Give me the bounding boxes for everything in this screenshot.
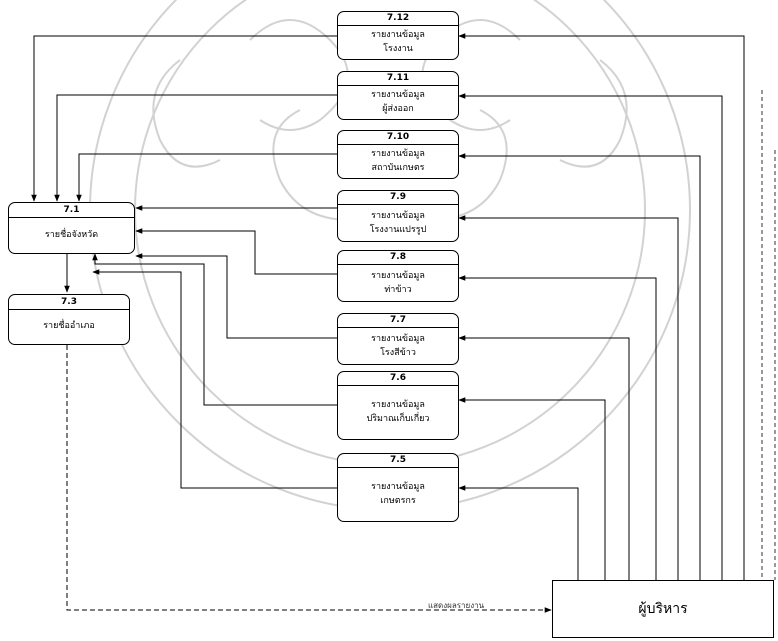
- flow-manager-to-77: [458, 335, 630, 580]
- process-7-11[interactable]: 7.11 รายงานข้อมูล ผู้ส่งออก: [337, 71, 459, 120]
- flow-76-to-71: [92, 253, 338, 406]
- process-name: รายงานข้อมูล ปริมาณเก็บเกี่ยว: [366, 400, 430, 424]
- external-entity-manager[interactable]: ผู้บริหาร: [552, 580, 774, 638]
- process-name: รายงานข้อมูล สถาบันเกษตร: [371, 149, 425, 173]
- process-id: 7.10: [338, 131, 458, 145]
- flow-75-to-71: [92, 269, 338, 489]
- flow-manager-to-712: [458, 33, 745, 580]
- external-entity-label: ผู้บริหาร: [638, 601, 688, 617]
- flow-manager-to-710: [458, 153, 701, 580]
- flow-label-report-display: แสดงผลรายงาน: [428, 601, 485, 610]
- process-id: 7.12: [338, 12, 458, 26]
- process-7-3[interactable]: 7.3 รายชื่ออำเภอ: [8, 294, 130, 345]
- process-7-5[interactable]: 7.5 รายงานข้อมูล เกษตรกร: [337, 453, 459, 522]
- flow-manager-to-76: [458, 397, 606, 580]
- process-7-7[interactable]: 7.7 รายงานข้อมูล โรงสีข้าว: [337, 313, 459, 365]
- flow-78-to-71: [135, 228, 338, 275]
- process-id: 7.7: [338, 314, 458, 328]
- flow-manager-to-78: [458, 275, 657, 580]
- flow-710-to-71: [76, 153, 338, 202]
- process-id: 7.3: [9, 295, 129, 310]
- process-id: 7.5: [338, 454, 458, 468]
- process-id: 7.6: [338, 372, 458, 386]
- flow-manager-to-79: [458, 215, 679, 580]
- process-name: รายงานข้อมูล โรงงานแปรรูป: [369, 210, 427, 235]
- process-name: รายงานข้อมูล โรงสีข้าว: [371, 333, 425, 358]
- process-name: รายงานข้อมูล เกษตรกร: [371, 482, 425, 506]
- flow-manager-to-75: [458, 485, 579, 580]
- process-7-9[interactable]: 7.9 รายงานข้อมูล โรงงานแปรรูป: [337, 190, 459, 242]
- process-id: 7.8: [338, 251, 458, 265]
- flow-711-to-71: [54, 94, 338, 202]
- process-name: รายงานข้อมูล โรงงาน: [371, 30, 425, 54]
- process-7-10[interactable]: 7.10 รายงานข้อมูล สถาบันเกษตร: [337, 130, 459, 179]
- flow-73-to-manager: [66, 345, 552, 613]
- process-id: 7.9: [338, 191, 458, 205]
- process-id: 7.1: [9, 203, 134, 218]
- process-name: รายงานข้อมูล ท่าข้าว: [371, 270, 425, 295]
- process-7-6[interactable]: 7.6 รายงานข้อมูล ปริมาณเก็บเกี่ยว: [337, 371, 459, 440]
- flow-77-to-71: [135, 253, 338, 339]
- process-7-8[interactable]: 7.8 รายงานข้อมูล ท่าข้าว: [337, 250, 459, 302]
- process-name: รายชื่ออำเภอ: [43, 321, 95, 331]
- flow-712-to-71: [31, 35, 338, 202]
- process-7-1[interactable]: 7.1 รายชื่อจังหวัด: [8, 202, 135, 254]
- process-name: รายชื่อจังหวัด: [44, 229, 99, 240]
- process-name: รายงานข้อมูล ผู้ส่งออก: [371, 90, 425, 114]
- flow-manager-to-711: [458, 93, 723, 580]
- process-7-12[interactable]: 7.12 รายงานข้อมูล โรงงาน: [337, 11, 459, 60]
- process-id: 7.11: [338, 72, 458, 86]
